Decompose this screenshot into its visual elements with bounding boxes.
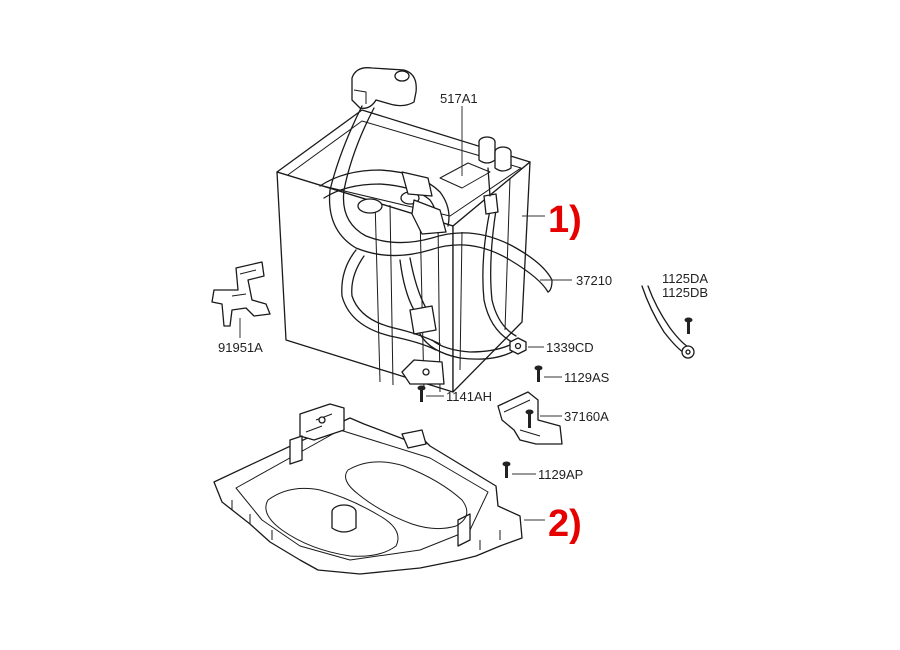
bracket-91951A [211, 261, 271, 338]
label-37160A: 37160A [564, 409, 609, 424]
bracket-37160A [497, 391, 563, 445]
battery [276, 109, 531, 393]
label-517A1: 517A1 [440, 91, 478, 106]
bolt-1141AH [417, 385, 444, 402]
bolt-1129AP [502, 461, 536, 478]
label-1125DB: 1125DB [662, 285, 708, 300]
callout-tray: 2) [548, 503, 582, 545]
callout-battery: 1) [548, 199, 582, 241]
label-1129AS: 1129AS [564, 370, 610, 385]
label-91951A: 91951A [218, 340, 263, 355]
bolt-1129AS [534, 365, 562, 382]
battery-cable-harness [319, 67, 553, 360]
label-1141AH: 1141AH [446, 389, 492, 404]
label-1125DA: 1125DA [662, 271, 708, 286]
battery-tray [213, 403, 523, 575]
label-1339CD: 1339CD [546, 340, 594, 355]
ground-cable [641, 285, 695, 359]
nut-1339CD [509, 337, 544, 355]
label-1129AP: 1129AP [538, 467, 583, 482]
hold-down-plate [401, 359, 445, 385]
label-37210: 37210 [576, 273, 612, 288]
